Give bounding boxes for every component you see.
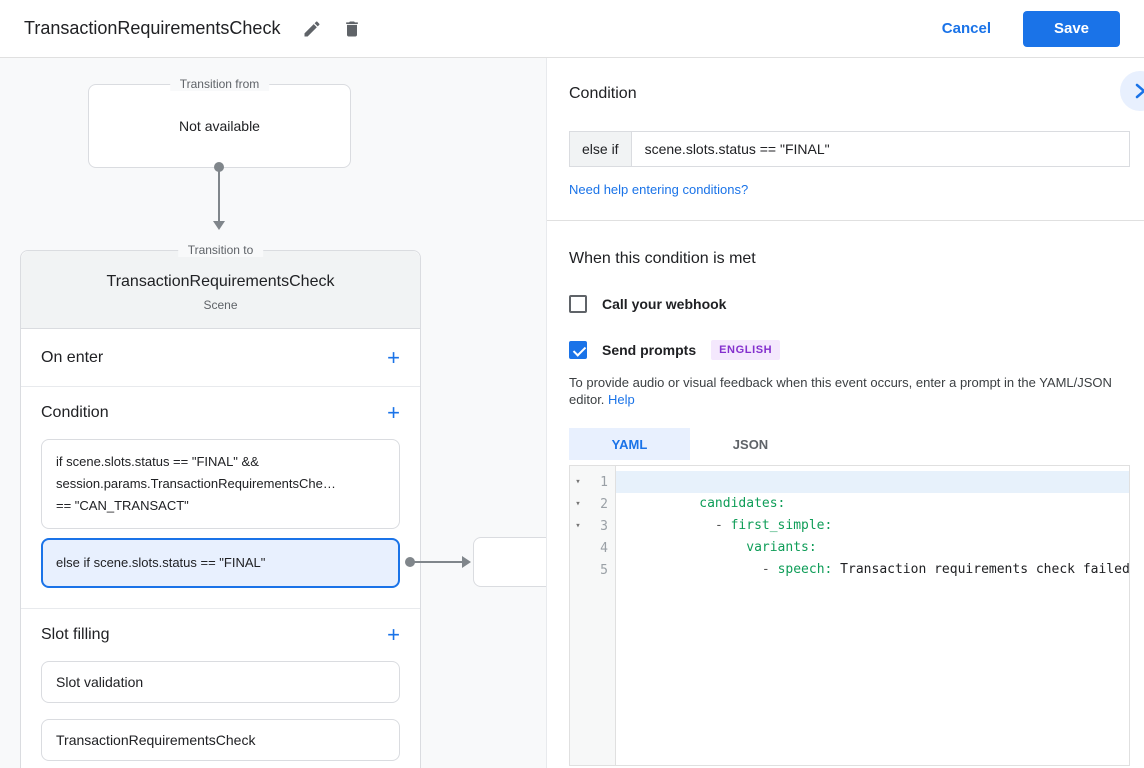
- condition-item-2-text: else if scene.slots.status == "FINAL": [56, 555, 266, 570]
- yaml-key-token: candidates:: [699, 496, 786, 511]
- cancel-button[interactable]: Cancel: [941, 20, 991, 37]
- chevron-right-icon: [1135, 83, 1144, 99]
- scene-diagram-canvas: Transition from Not available Transition…: [0, 58, 546, 768]
- arrow-down-icon: [213, 221, 225, 230]
- slot-item-validation[interactable]: Slot validation: [41, 661, 400, 703]
- condition-item-1-line: session.params.TransactionRequirementsCh…: [56, 476, 336, 491]
- page-header: TransactionRequirementsCheck Cancel Save: [0, 0, 1144, 58]
- condition-section-label: Condition: [41, 404, 109, 421]
- yaml-code-editor[interactable]: 1 2 3 4 5: [569, 465, 1130, 766]
- scene-title: TransactionRequirementsCheck: [24, 18, 281, 38]
- delete-scene-button[interactable]: [340, 17, 364, 41]
- condition-prefix-label: else if: [569, 131, 632, 167]
- condition-input-group: else if: [569, 131, 1130, 167]
- gutter-line: 3: [570, 515, 615, 537]
- trash-icon: [346, 21, 359, 36]
- add-condition-button[interactable]: +: [387, 400, 400, 425]
- code-line: variants:: [616, 515, 1129, 555]
- on-enter-section: On enter +: [21, 329, 420, 387]
- gutter-line: 5: [570, 559, 615, 581]
- code-line: - first_simple:: [616, 493, 1129, 533]
- line-number: 2: [600, 496, 608, 512]
- connector-dot: [214, 162, 224, 172]
- collapse-panel-button[interactable]: [1120, 71, 1144, 111]
- line-number: 5: [600, 562, 608, 578]
- scene-node-title: TransactionRequirementsCheck: [106, 273, 335, 290]
- slot-filling-label: Slot filling: [41, 626, 110, 643]
- yaml-key-token: variants:: [746, 540, 817, 555]
- yaml-dash-token: -: [761, 562, 778, 577]
- tab-json[interactable]: JSON: [690, 428, 811, 460]
- yaml-value-token: Transaction requirements check failed: [832, 562, 1129, 577]
- connector-line: [412, 561, 462, 563]
- send-prompts-checkbox[interactable]: [569, 341, 587, 359]
- condition-item-2-selected[interactable]: else if scene.slots.status == "FINAL": [41, 538, 400, 588]
- pencil-icon: [304, 20, 320, 36]
- add-slot-button[interactable]: +: [387, 622, 400, 647]
- condition-detail-panel: Condition else if Need help entering con…: [546, 58, 1144, 768]
- gutter-line: 1: [570, 471, 615, 493]
- edit-scene-button[interactable]: [300, 17, 324, 41]
- connector-line: [218, 170, 220, 222]
- transition-to-legend: Transition to: [177, 243, 264, 257]
- arrow-right-icon: [462, 556, 471, 568]
- line-number: 3: [600, 518, 608, 534]
- line-number: 1: [600, 474, 608, 490]
- condition-item-1-line: if scene.slots.status == "FINAL" &&: [56, 454, 259, 469]
- webhook-row: Call your webhook: [569, 295, 1130, 313]
- transition-from-legend: Transition from: [169, 77, 270, 91]
- language-badge: ENGLISH: [711, 340, 781, 360]
- caret-down-icon[interactable]: [570, 521, 586, 531]
- line-number: 4: [600, 540, 608, 556]
- send-prompts-label[interactable]: Send prompts: [602, 342, 697, 358]
- indent-token: [699, 540, 746, 555]
- condition-item-1[interactable]: if scene.slots.status == "FINAL" && sess…: [41, 439, 400, 529]
- indent-token: [699, 518, 715, 533]
- gutter-line: 2: [570, 493, 615, 515]
- transition-from-box: Transition from Not available: [88, 77, 351, 168]
- prompt-description: To provide audio or visual feedback when…: [569, 374, 1125, 408]
- panel-title: Condition: [569, 85, 637, 102]
- transition-to-header: Transition to TransactionRequirementsChe…: [21, 243, 420, 329]
- when-condition-met-title: When this condition is met: [569, 250, 756, 267]
- panel-divider: [547, 220, 1144, 221]
- call-webhook-checkbox[interactable]: [569, 295, 587, 313]
- add-on-enter-button[interactable]: +: [387, 344, 400, 370]
- save-button[interactable]: Save: [1023, 10, 1120, 47]
- conditions-help-link[interactable]: Need help entering conditions?: [569, 182, 749, 197]
- indent-token: [699, 562, 762, 577]
- condition-expression-input[interactable]: [631, 131, 1130, 167]
- prompt-help-link[interactable]: Help: [608, 392, 635, 407]
- yaml-key-token: speech:: [777, 562, 833, 577]
- editor-tabs: YAML JSON: [569, 428, 1130, 460]
- slot-item-transaction-check[interactable]: TransactionRequirementsCheck: [41, 719, 400, 761]
- caret-down-icon[interactable]: [570, 499, 586, 509]
- condition-item-1-line: == "CAN_TRANSACT": [56, 498, 189, 513]
- send-prompts-row: Send prompts ENGLISH: [569, 340, 1130, 360]
- yaml-dash-token: -: [714, 518, 731, 533]
- code-line: candidates:: [616, 471, 1129, 511]
- condition-section: Condition + if scene.slots.status == "FI…: [21, 387, 420, 609]
- connector-dot: [405, 557, 415, 567]
- call-webhook-label[interactable]: Call your webhook: [602, 296, 727, 312]
- transition-from-text: Not available: [179, 118, 260, 134]
- editor-gutter: 1 2 3 4 5: [570, 466, 616, 765]
- scene-node-subtitle: Scene: [203, 298, 238, 312]
- gutter-line: 4: [570, 537, 615, 559]
- prompt-description-text: To provide audio or visual feedback when…: [569, 375, 1112, 407]
- caret-down-icon[interactable]: [570, 477, 586, 487]
- code-line: - speech: Transaction requirements check…: [616, 537, 1129, 577]
- slot-filling-section: Slot filling + Slot validation Transacti…: [21, 609, 420, 761]
- transition-target-box[interactable]: [473, 537, 546, 587]
- yaml-key-token: first_simple:: [730, 518, 833, 533]
- transition-to-card: Transition to TransactionRequirementsChe…: [20, 243, 421, 768]
- tab-yaml[interactable]: YAML: [569, 428, 690, 460]
- on-enter-label: On enter: [41, 348, 104, 366]
- editor-code-area[interactable]: candidates: - first_simple: variants: - …: [616, 466, 1129, 765]
